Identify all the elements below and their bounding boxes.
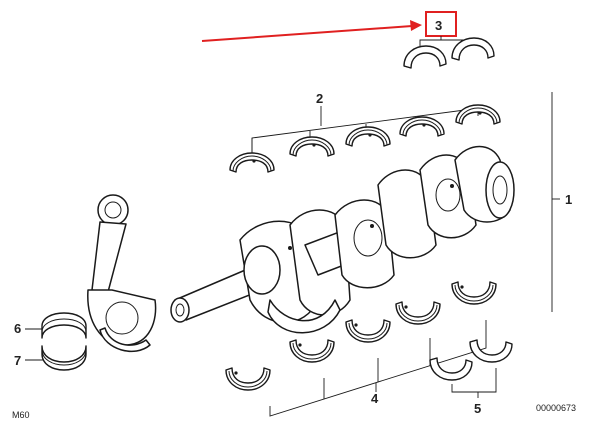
upper-bearing-shell-1 bbox=[229, 152, 275, 173]
rod-bearing-upper bbox=[41, 312, 87, 339]
part-3-callout: 3 bbox=[435, 18, 442, 33]
thrust-washer-upper-right bbox=[451, 37, 495, 61]
part-6-callout: 6 bbox=[14, 321, 21, 336]
rod-bearing-lower bbox=[41, 345, 87, 371]
thrust-washer-lower-left bbox=[429, 357, 473, 381]
part-4-callout: 4 bbox=[371, 391, 379, 406]
lower-bearing-shell-1 bbox=[225, 367, 271, 391]
crankshaft bbox=[170, 145, 515, 334]
thrust-washer-upper-left bbox=[403, 45, 447, 69]
lower-bearing-shell-2 bbox=[289, 339, 335, 363]
highlight-arrow-head bbox=[410, 20, 422, 31]
upper-bearing-shell-4 bbox=[399, 116, 445, 137]
highlight-arrow bbox=[201, 25, 413, 42]
part-5-callout: 5 bbox=[474, 401, 481, 416]
upper-bearing-shell-2 bbox=[289, 136, 335, 157]
upper-bearing-shell-3 bbox=[345, 126, 391, 147]
part-7-callout: 7 bbox=[14, 353, 21, 368]
lower-bearing-shell-3 bbox=[345, 319, 391, 343]
diagram-number: 00000673 bbox=[536, 403, 576, 413]
part-1-callout: 1 bbox=[565, 192, 572, 207]
thrust-washer-lower-right bbox=[469, 339, 513, 363]
lower-bearing-shell-5 bbox=[451, 281, 497, 305]
model-label: M60 bbox=[12, 410, 30, 420]
part-2-callout: 2 bbox=[316, 91, 323, 106]
connecting-rod bbox=[87, 194, 157, 353]
lower-bearing-shell-4 bbox=[395, 301, 441, 325]
